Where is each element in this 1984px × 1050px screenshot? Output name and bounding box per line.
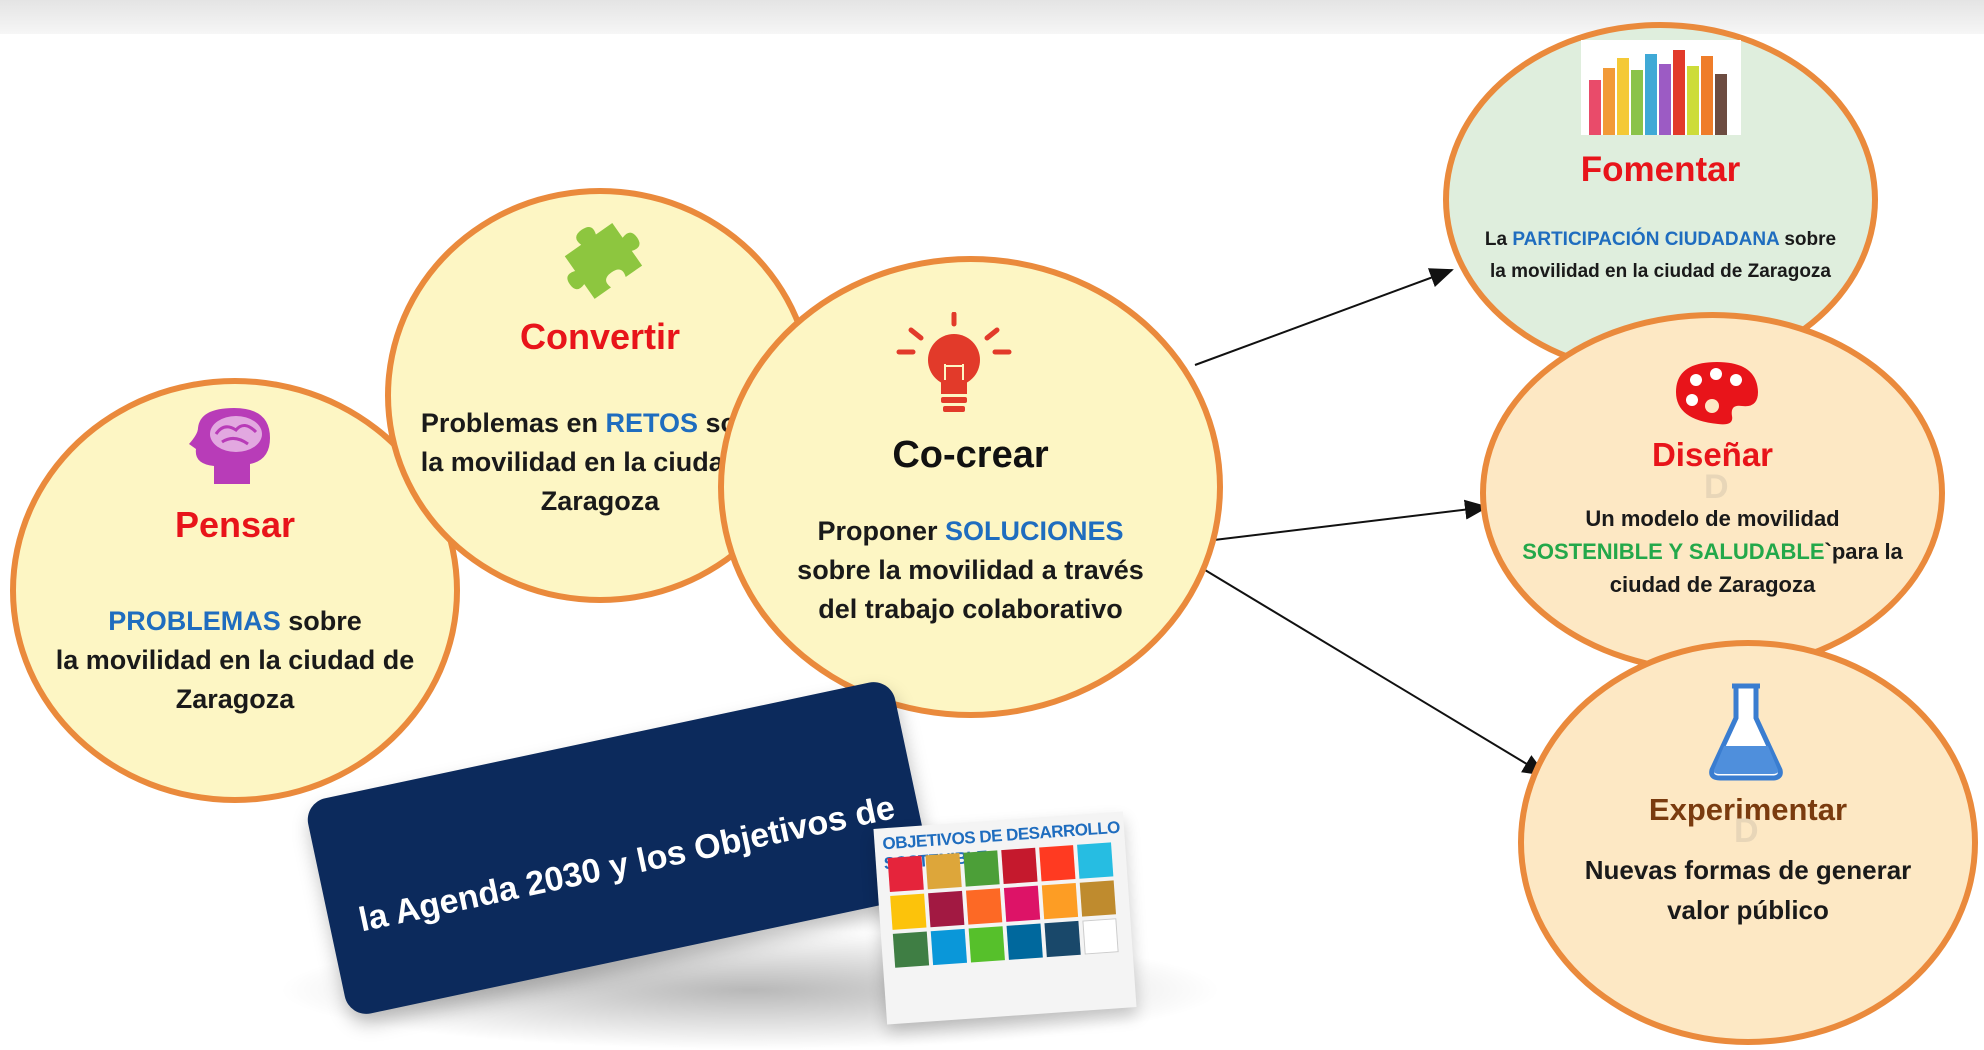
disenar-circle: Diseñar D Un modelo de movilidad SOSTENI… (1480, 312, 1945, 674)
cocrear-highlight: SOLUCIONES (944, 516, 1124, 546)
puzzle-piece-icon (564, 222, 643, 299)
flask-icon (1709, 683, 1783, 781)
disenar-text: Un modelo de movilidad SOSTENIBLE Y SALU… (1522, 506, 1903, 597)
experimentar-title: Experimentar (1648, 792, 1848, 827)
convertir-title: Convertir (519, 316, 681, 357)
sdg-tiles (887, 842, 1121, 968)
cocrear-circle: Co-crear Proponer SOLUCIONES sobre la mo… (718, 256, 1223, 718)
fomentar-highlight: PARTICIPACIÓN CIUDADANA (1512, 229, 1780, 250)
fomentar-text: La PARTICIPACIÓN CIUDADANA sobre la movi… (1484, 229, 1837, 282)
disenar-title: Diseñar (1651, 436, 1774, 473)
pensar-circle: Pensar PROBLEMAS sobre la movilidad en l… (10, 378, 460, 803)
disenar-faint-mark: D (1704, 468, 1729, 506)
experimentar-faint-mark: D (1734, 812, 1759, 850)
lightbulb-icon (896, 312, 1012, 412)
brain-head-icon (189, 408, 270, 484)
raised-hands-icon (1581, 40, 1741, 135)
experimentar-circle: Experimentar D Nuevas formas de generar … (1518, 640, 1978, 1045)
cocrear-title: Co-crear (892, 434, 1049, 476)
convertir-highlight: RETOS (605, 408, 699, 438)
fomentar-title: Fomentar (1580, 150, 1741, 189)
disenar-highlight: SOSTENIBLE Y SALUDABLE (1522, 539, 1825, 564)
arrow-to-disenar (1213, 499, 1489, 541)
cocrear-text: Proponer SOLUCIONES sobre la movilidad a… (797, 516, 1144, 624)
arrow-to-experimentar (1204, 569, 1547, 777)
arrow-to-fomentar (1194, 268, 1454, 366)
agenda-banner-text: la Agenda 2030 y los Objetivos de (355, 788, 899, 940)
pensar-highlight: PROBLEMAS (108, 606, 281, 636)
paint-palette-icon (1676, 362, 1758, 425)
pensar-text: PROBLEMAS sobre la movilidad en la ciuda… (55, 606, 415, 714)
sdg-poster: OBJETIVOS DE DESARROLLO SOSTENIBLE (873, 811, 1137, 1025)
experimentar-text: Nuevas formas de generar valor público (1584, 855, 1912, 925)
pensar-title: Pensar (174, 504, 296, 545)
